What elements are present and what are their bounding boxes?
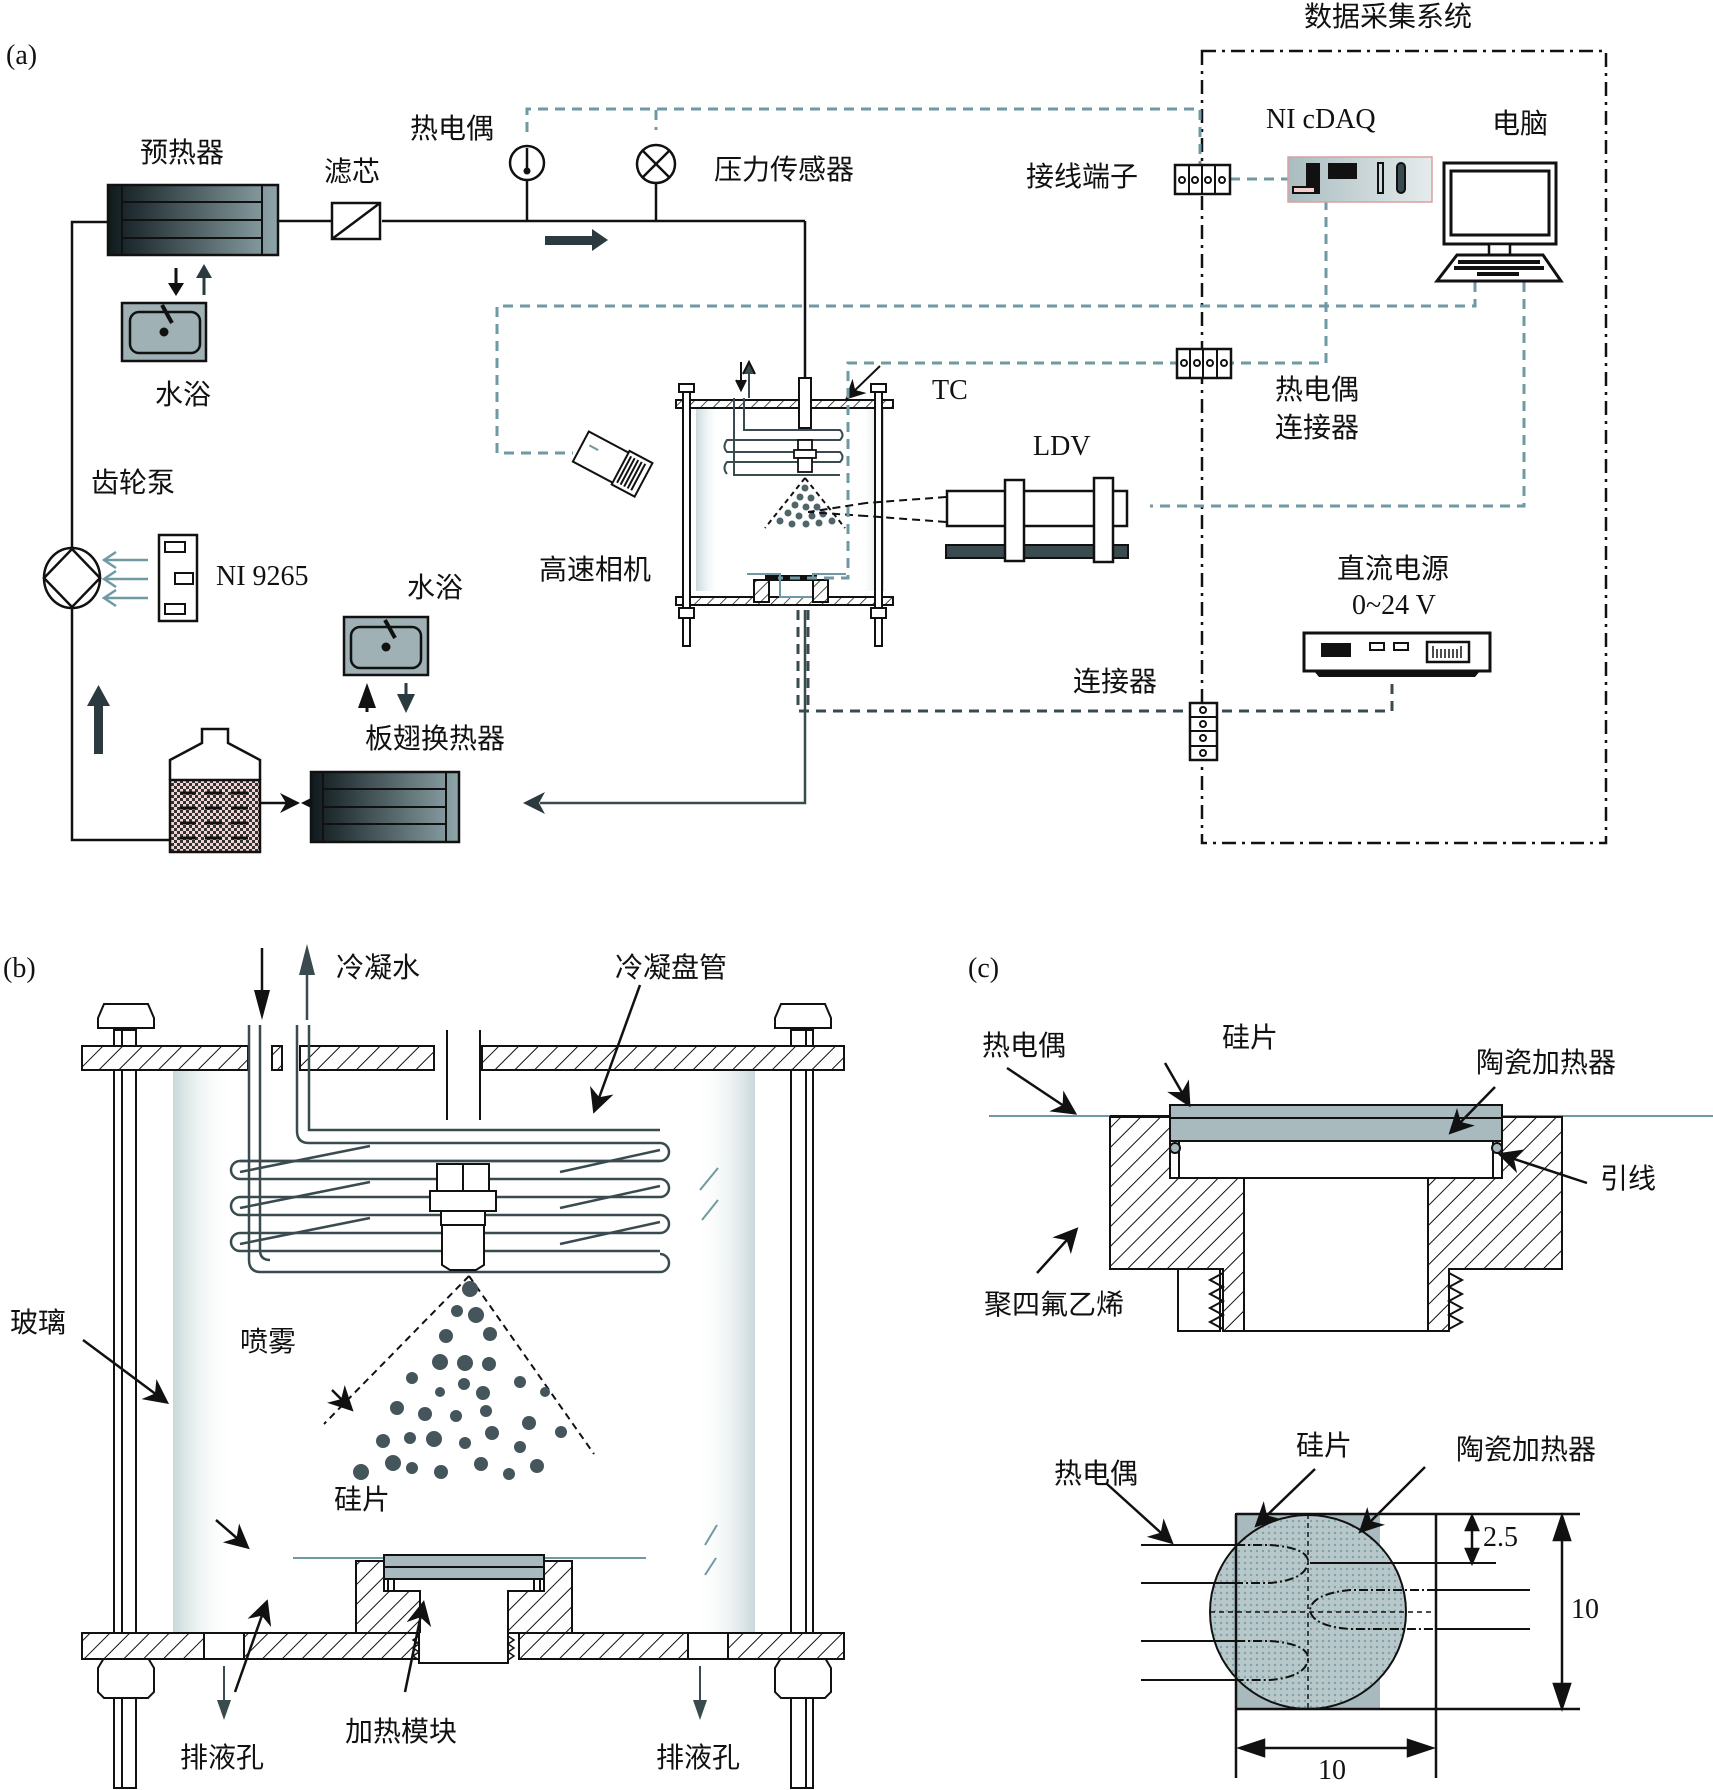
label-connector: 连接器 [1073, 665, 1158, 698]
panel-c-tag: (c) [968, 953, 1000, 984]
panel-c [989, 1062, 1713, 1778]
power-wiring [796, 610, 1394, 713]
drain-arrows [217, 1666, 707, 1720]
label-plate-fin-hx: 板翅换热器 [365, 722, 506, 755]
label-glass: 玻璃 [10, 1306, 67, 1339]
condenser-coil-small [723, 398, 844, 476]
label-preheater: 预热器 [140, 136, 225, 169]
tie-rods [97, 1003, 832, 1789]
panel-b [81, 944, 845, 1789]
top-plate [81, 1045, 845, 1071]
leader-arrows-c [1006, 1062, 1588, 1274]
label-ptfe: 聚四氟乙烯 [984, 1288, 1125, 1321]
plate-fin-heat-exchanger-icon [309, 770, 461, 844]
label-computer: 电脑 [1492, 107, 1549, 140]
label-lead-wire: 引线 [1600, 1162, 1657, 1195]
dimension-height: 10 [1571, 1594, 1599, 1625]
spray-droplets [353, 1281, 567, 1480]
label-condenser-coil: 冷凝盘管 [615, 951, 728, 984]
label-tc: TC [932, 375, 968, 406]
ldv-icon [807, 476, 1129, 564]
label-thermocouple-c: 热电偶 [982, 1029, 1067, 1062]
glass-wall-right [695, 1068, 755, 1633]
label-cooling-water: 冷凝水 [336, 951, 421, 984]
cooling-water-arrows [254, 944, 315, 1020]
fluid-loop-lines [70, 180, 807, 842]
thermocouple-gauge-icon [508, 144, 546, 182]
water-bath-bottom-icon [342, 615, 430, 713]
leader-arrows-b [82, 984, 642, 1693]
high-speed-camera-icon [571, 430, 654, 498]
condenser-coil [229, 1025, 671, 1274]
label-gear-pump: 齿轮泵 [91, 466, 176, 499]
nozzle-small [793, 439, 817, 473]
label-thermocouple-c2: 热电偶 [1054, 1457, 1139, 1490]
water-bath-top-icon [120, 262, 212, 363]
label-drain-right: 排液孔 [656, 1741, 741, 1774]
label-terminal-block: 接线端子 [1026, 160, 1139, 193]
panel-b-tag: (b) [3, 953, 36, 984]
flow-direction-arrow-up [87, 685, 110, 754]
label-daq-system: 数据采集系统 [1304, 0, 1473, 33]
label-tc-connector-1: 热电偶 [1275, 373, 1360, 406]
bottom-plate [81, 1632, 845, 1660]
terminal-block-icon [1173, 163, 1232, 196]
computer-icon [1433, 161, 1564, 283]
label-silicon-wafer-b: 硅片 [334, 1483, 391, 1516]
label-silicon-wafer-c2: 硅片 [1296, 1429, 1353, 1462]
label-ni9265: NI 9265 [216, 561, 309, 592]
label-filter: 滤芯 [324, 155, 381, 188]
spray-droplets-small [776, 484, 836, 528]
dimension-width: 10 [1318, 1755, 1346, 1786]
label-ceramic-heater-c2: 陶瓷加热器 [1456, 1433, 1597, 1466]
thermocouple-connector-icon [1175, 347, 1233, 380]
label-thermocouple: 热电偶 [410, 112, 495, 145]
power-connector-icon [1188, 701, 1219, 762]
label-water-bath-bottom: 水浴 [407, 571, 464, 604]
label-ldv: LDV [1033, 431, 1091, 462]
panel-a-tag: (a) [6, 40, 38, 71]
label-heating-module: 加热模块 [345, 1715, 458, 1748]
label-high-speed-camera: 高速相机 [539, 553, 652, 586]
dimension-offset: 2.5 [1483, 1522, 1518, 1553]
label-dc-power-2: 0~24 V [1352, 590, 1436, 621]
dc-power-supply-icon [1302, 631, 1492, 677]
flow-direction-arrow-right [545, 229, 608, 251]
preheater-icon [106, 183, 280, 257]
reservoir-tank-icon [168, 727, 262, 854]
flow-arrow-into-hx [523, 792, 545, 814]
nozzle [429, 1030, 497, 1271]
panel-a [42, 49, 1608, 854]
label-drain-left: 排液孔 [180, 1741, 265, 1774]
leader-arrows-c-top [1106, 1466, 1426, 1545]
label-tc-connector-2: 连接器 [1275, 411, 1360, 444]
heating-module [293, 1554, 646, 1664]
label-ni-cdaq: NI cDAQ [1266, 104, 1376, 135]
signal-wiring [495, 107, 1526, 580]
label-silicon-wafer-c: 硅片 [1222, 1021, 1279, 1054]
pressure-sensor-icon [635, 143, 677, 185]
control-signal-arrows [101, 550, 148, 608]
filter-icon [330, 201, 382, 241]
label-water-bath-top: 水浴 [155, 378, 212, 411]
top-view [1106, 1466, 1580, 1778]
glass-wall-left [173, 1068, 233, 1633]
label-dc-power-1: 直流电源 [1337, 552, 1450, 585]
gear-pump-icon [42, 546, 102, 610]
label-ceramic-heater-c: 陶瓷加热器 [1476, 1046, 1617, 1079]
ni9265-module-icon [157, 533, 199, 623]
daq-system-boundary [1200, 49, 1608, 845]
ni-cdaq-icon [1287, 156, 1433, 203]
label-pressure-sensor: 压力传感器 [714, 153, 855, 186]
label-spray: 喷雾 [240, 1325, 297, 1358]
